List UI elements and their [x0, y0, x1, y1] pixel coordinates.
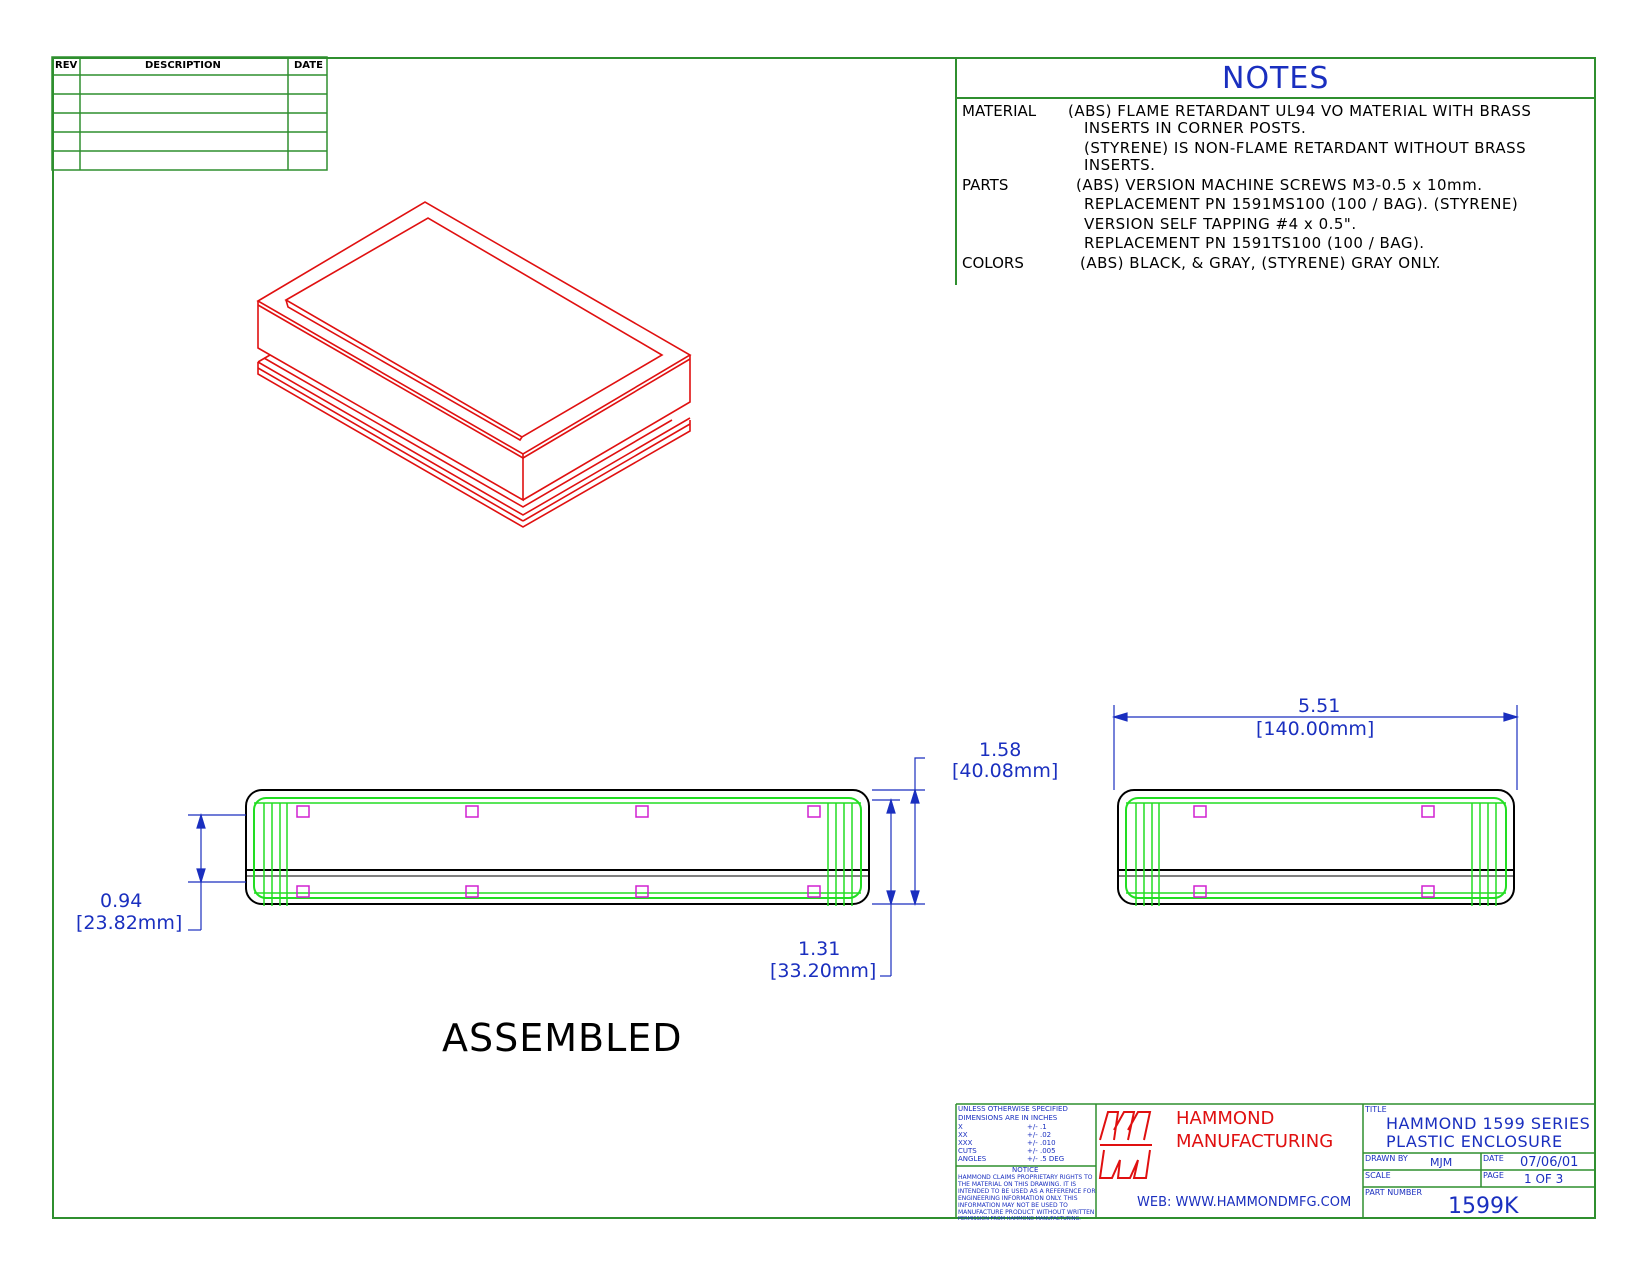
- part-number-value: 1599K: [1448, 1194, 1519, 1219]
- scale-label: SCALE: [1365, 1171, 1391, 1180]
- note-label-parts: PARTS: [962, 176, 1009, 194]
- hammond-logo-icon: [1098, 1111, 1152, 1179]
- tolerance-key: CUTS: [958, 1147, 977, 1155]
- drawing-title-line1: HAMMOND 1599 SERIES: [1386, 1114, 1591, 1133]
- note-line: REPLACEMENT PN 1591MS100 (100 / BAG). (S…: [1084, 195, 1519, 213]
- notes-title: NOTES: [1222, 61, 1330, 96]
- notice-line: INTENDED TO BE USED AS A REFERENCE FOR: [958, 1188, 1096, 1195]
- dim-lid-height-mm: [23.82mm]: [76, 912, 183, 934]
- part-number-label: PART NUMBER: [1365, 1188, 1423, 1197]
- note-line: VERSION SELF TAPPING #4 x 0.5".: [1084, 215, 1357, 233]
- dim-total-height-mm: [40.08mm]: [952, 760, 1059, 782]
- date-value: 07/06/01: [1520, 1155, 1579, 1170]
- tolerance-value: +/- .1: [1027, 1123, 1047, 1131]
- dim-body-height-mm: [33.20mm]: [770, 960, 877, 982]
- tolerance-heading: UNLESS OTHERWISE SPECIFIED: [958, 1105, 1068, 1113]
- dim-total-height-in: 1.58: [979, 739, 1022, 761]
- tolerance-key: XXX: [958, 1139, 973, 1147]
- note-line: REPLACEMENT PN 1591TS100 (100 / BAG).: [1084, 234, 1425, 252]
- dim-width-mm: [140.00mm]: [1256, 718, 1375, 740]
- notice-line: ENGINEERING INFORMATION ONLY. THIS: [958, 1195, 1078, 1202]
- revision-table-grid: [51, 56, 328, 171]
- tolerance-key: XX: [958, 1131, 968, 1139]
- page-value: 1 OF 3: [1524, 1172, 1564, 1186]
- isometric-enclosure: [256, 201, 692, 528]
- date-label: DATE: [1483, 1154, 1504, 1163]
- tolerance-value: +/- .005: [1027, 1147, 1056, 1155]
- notice-title: NOTICE: [1012, 1166, 1039, 1174]
- note-label-colors: COLORS: [962, 254, 1024, 272]
- tolerance-value: +/- .010: [1027, 1139, 1056, 1147]
- note-line: INSERTS.: [1084, 156, 1156, 174]
- note-line: (STYRENE) IS NON-FLAME RETARDANT WITHOUT…: [1084, 139, 1527, 157]
- tolerance-key: ANGLES: [958, 1155, 987, 1163]
- description-header: DESCRIPTION: [145, 60, 221, 71]
- dimension-lines: [188, 705, 1520, 977]
- note-line: (ABS) BLACK, & GRAY, (STYRENE) GRAY ONLY…: [1080, 254, 1441, 272]
- drawn-by-value: MJM: [1430, 1156, 1453, 1169]
- rev-header: REV: [55, 60, 78, 71]
- notice-line: PERMISSION FROM HAMMOND MANUFACTURING.: [958, 1216, 1081, 1222]
- notice-line: HAMMOND CLAIMS PROPRIETARY RIGHTS TO: [958, 1174, 1093, 1181]
- company-name-line2: MANUFACTURING: [1176, 1131, 1334, 1152]
- page-label: PAGE: [1483, 1171, 1504, 1180]
- notice-line: THE MATERIAL ON THIS DRAWING. IT IS: [958, 1181, 1077, 1188]
- notes-box: [955, 57, 1596, 285]
- dim-lid-height-in: 0.94: [100, 890, 143, 912]
- drawing-frame: [52, 57, 1596, 1219]
- notice-line: INFORMATION MAY NOT BE USED TO: [958, 1202, 1068, 1209]
- title-block-grid: [955, 1103, 1596, 1219]
- note-label-material: MATERIAL: [962, 102, 1037, 120]
- tolerance-key: X: [958, 1123, 963, 1131]
- tolerance-heading: DIMENSIONS ARE IN INCHES: [958, 1114, 1058, 1122]
- drawn-by-label: DRAWN BY: [1365, 1154, 1408, 1163]
- company-name-line1: HAMMOND: [1176, 1108, 1275, 1129]
- note-line: (ABS) FLAME RETARDANT UL94 VO MATERIAL W…: [1068, 102, 1532, 120]
- dim-body-height-in: 1.31: [798, 938, 841, 960]
- notice-line: MANUFACTURE PRODUCT WITHOUT WRITTEN: [958, 1209, 1095, 1216]
- tolerance-value: +/- .02: [1027, 1131, 1052, 1139]
- drawing-title-line2: PLASTIC ENCLOSURE: [1386, 1132, 1563, 1151]
- dim-width-in: 5.51: [1298, 695, 1341, 717]
- company-website: WEB: WWW.HAMMONDMFG.COM: [1137, 1195, 1352, 1210]
- note-line: INSERTS IN CORNER POSTS.: [1084, 119, 1307, 137]
- date-header: DATE: [294, 60, 323, 71]
- view-label: ASSEMBLED: [442, 1016, 683, 1060]
- side-view-left: [245, 789, 870, 906]
- tolerance-value: +/- .5 DEG: [1027, 1155, 1065, 1163]
- note-line: (ABS) VERSION MACHINE SCREWS M3-0.5 x 10…: [1076, 176, 1483, 194]
- side-view-right: [1117, 789, 1515, 906]
- title-label: TITLE: [1365, 1105, 1387, 1114]
